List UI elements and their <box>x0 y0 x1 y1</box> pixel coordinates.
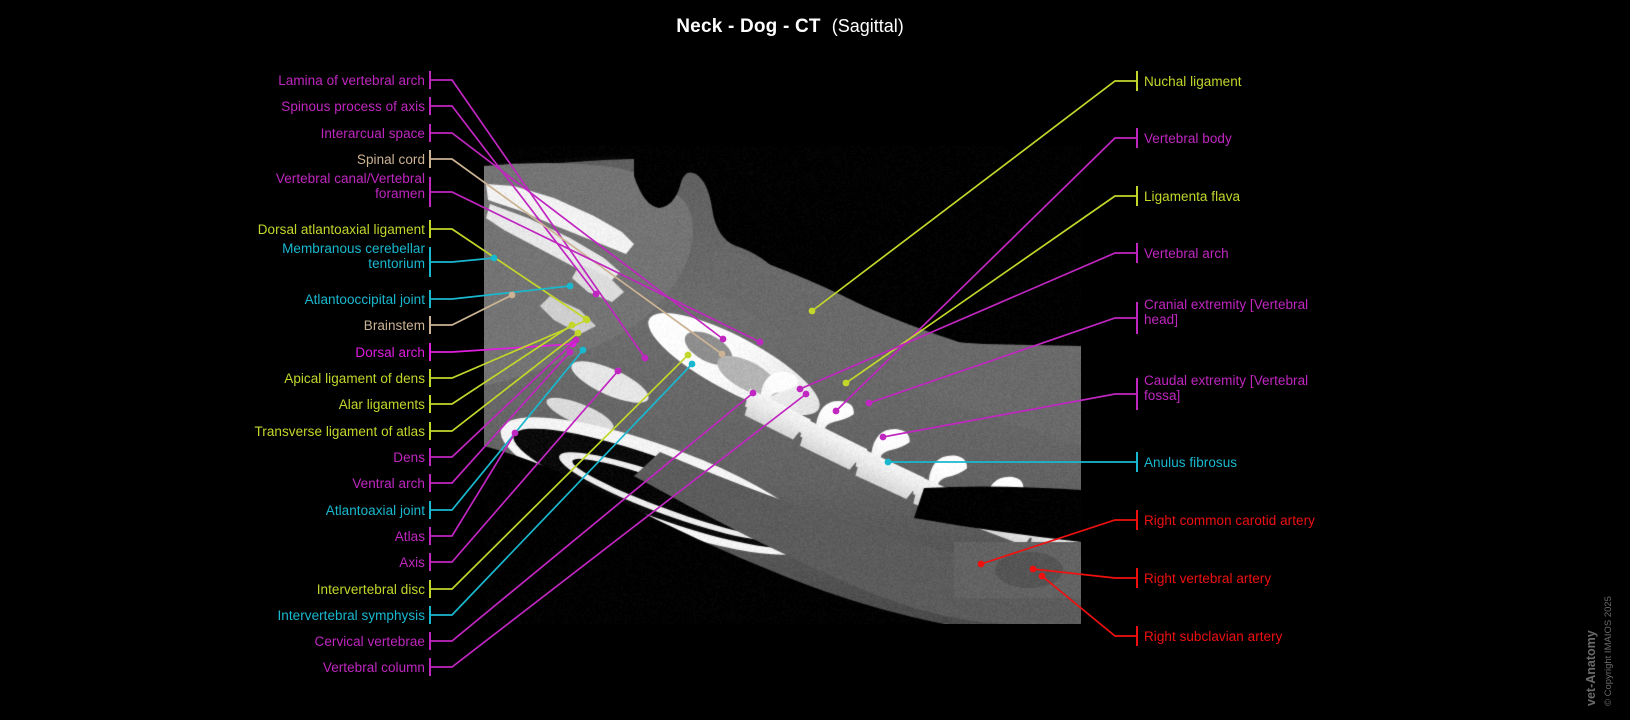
watermark-brand: vet-Anatomy <box>1584 630 1598 706</box>
annotation-label[interactable]: Dorsal atlantoaxial ligament <box>258 222 425 238</box>
ct-image[interactable] <box>484 146 1081 624</box>
annotation-label[interactable]: Ligamenta flava <box>1144 189 1240 205</box>
annotation-label[interactable]: Vertebral canal/Vertebral foramen <box>276 171 425 202</box>
title-main-text: Neck - Dog - CT <box>676 16 820 37</box>
annotation-label[interactable]: Vertebral column <box>323 660 425 676</box>
annotation-label[interactable]: Transverse ligament of atlas <box>255 424 425 440</box>
annotation-label[interactable]: Spinous process of axis <box>281 99 425 115</box>
annotation-label[interactable]: Lamina of vertebral arch <box>278 73 425 89</box>
annotation-label[interactable]: Vertebral arch <box>1144 246 1229 262</box>
annotation-label[interactable]: Cranial extremity [Vertebral head] <box>1144 297 1308 328</box>
annotation-label[interactable]: Interarcual space <box>321 126 425 142</box>
annotation-label[interactable]: Membranous cerebellar tentorium <box>282 241 425 272</box>
annotation-label[interactable]: Brainstem <box>364 318 425 334</box>
annotation-label[interactable]: Caudal extremity [Vertebral fossa] <box>1144 373 1308 404</box>
annotation-label[interactable]: Spinal cord <box>357 152 425 168</box>
annotation-label[interactable]: Intervertebral disc <box>317 582 425 598</box>
watermark: vet-Anatomy © Copyright IMAIOS 2025 <box>1584 576 1624 706</box>
page-title: Neck - Dog - CT (Sagittal) <box>0 16 1580 38</box>
ct-image-canvas[interactable] <box>484 146 1081 624</box>
annotation-label[interactable]: Ventral arch <box>352 476 425 492</box>
annotation-label[interactable]: Anulus fibrosus <box>1144 455 1237 471</box>
annotation-label[interactable]: Right vertebral artery <box>1144 571 1271 587</box>
annotation-label[interactable]: Vertebral body <box>1144 131 1232 147</box>
annotation-label[interactable]: Atlas <box>395 529 425 545</box>
annotation-label[interactable]: Alar ligaments <box>339 397 425 413</box>
annotation-label[interactable]: Dorsal arch <box>355 345 425 361</box>
annotation-label[interactable]: Dens <box>393 450 425 466</box>
annotation-label[interactable]: Apical ligament of dens <box>284 371 425 387</box>
annotation-label[interactable]: Cervical vertebrae <box>315 634 425 650</box>
annotation-label[interactable]: Intervertebral symphysis <box>278 608 426 624</box>
annotation-label[interactable]: Atlantooccipital joint <box>305 292 425 308</box>
annotation-label[interactable]: Axis <box>399 555 425 571</box>
annotation-label[interactable]: Nuchal ligament <box>1144 74 1242 90</box>
annotation-label[interactable]: Right subclavian artery <box>1144 629 1282 645</box>
title-plane-text: (Sagittal) <box>832 16 904 36</box>
watermark-copyright: © Copyright IMAIOS 2025 <box>1603 596 1614 706</box>
annotation-label[interactable]: Right common carotid artery <box>1144 513 1315 529</box>
annotation-label[interactable]: Atlantoaxial joint <box>326 503 425 519</box>
